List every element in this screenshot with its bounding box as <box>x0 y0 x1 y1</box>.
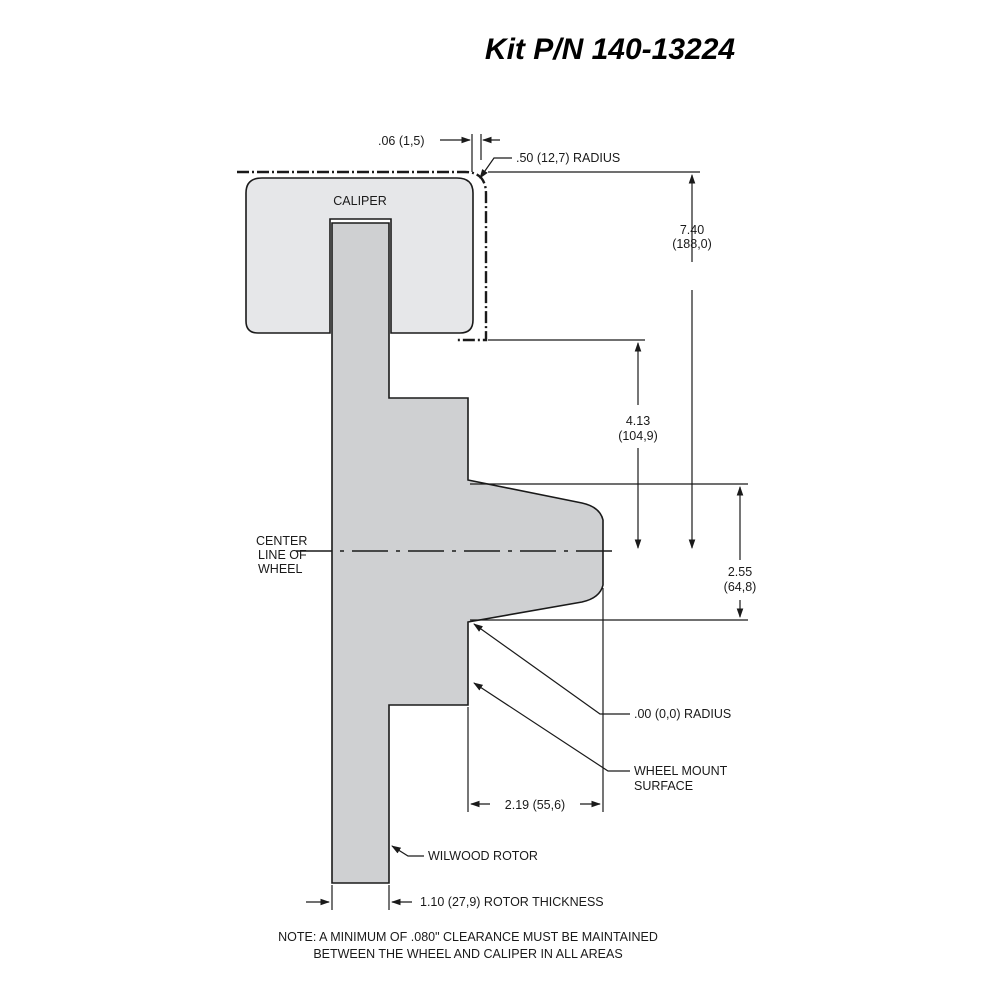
svg-text:SURFACE: SURFACE <box>634 779 693 793</box>
svg-text:WHEEL MOUNT: WHEEL MOUNT <box>634 764 728 778</box>
corner-radius-callout: .50 (12,7) RADIUS <box>479 151 620 179</box>
svg-text:.00 (0,0) RADIUS: .00 (0,0) RADIUS <box>634 707 731 721</box>
rotor-thickness-dimension: 1.10 (27,9) ROTOR THICKNESS <box>306 885 604 910</box>
svg-text:.50 (12,7) RADIUS: .50 (12,7) RADIUS <box>516 151 620 165</box>
svg-text:(188,0): (188,0) <box>672 237 712 251</box>
wheel-clearance-envelope <box>237 170 488 342</box>
dimension-2-55: 2.55 (64,8) <box>470 483 757 621</box>
clearance-note-line-2: BETWEEN THE WHEEL AND CALIPER IN ALL ARE… <box>313 947 622 961</box>
kit-part-number-title: Kit P/N 140-13224 <box>485 33 735 66</box>
center-line-label-2: LINE OF <box>258 548 307 562</box>
dimension-2-19: 2.19 (55,6) <box>467 588 604 812</box>
wheel-mount-surface-callout: WHEEL MOUNT SURFACE <box>473 682 728 793</box>
gap-dimension: .06 (1,5) <box>378 134 500 172</box>
svg-text:4.13: 4.13 <box>626 414 650 428</box>
caliper-body <box>245 177 474 334</box>
svg-text:2.55: 2.55 <box>728 565 752 579</box>
dimension-4-13: 4.13 (104,9) <box>488 339 658 549</box>
center-line-label-1: CENTER <box>256 534 307 548</box>
zero-radius-callout: .00 (0,0) RADIUS <box>473 623 731 721</box>
wilwood-rotor-callout: WILWOOD ROTOR <box>391 845 538 863</box>
center-line-label-3: WHEEL <box>258 562 303 576</box>
dimension-7-40: 7.40 (188,0) <box>488 171 712 549</box>
svg-text:1.10 (27,9) ROTOR THICKNESS: 1.10 (27,9) ROTOR THICKNESS <box>420 895 604 909</box>
svg-text:(104,9): (104,9) <box>618 429 658 443</box>
svg-text:7.40: 7.40 <box>680 223 704 237</box>
rotor-hub-profile <box>331 222 604 884</box>
svg-text:2.19 (55,6): 2.19 (55,6) <box>505 798 565 812</box>
svg-text:(64,8): (64,8) <box>724 580 757 594</box>
svg-text:WILWOOD ROTOR: WILWOOD ROTOR <box>428 849 538 863</box>
svg-text:.06 (1,5): .06 (1,5) <box>378 134 425 148</box>
clearance-note-line-1: NOTE: A MINIMUM OF .080" CLEARANCE MUST … <box>278 930 658 944</box>
caliper-label: CALIPER <box>333 194 387 208</box>
